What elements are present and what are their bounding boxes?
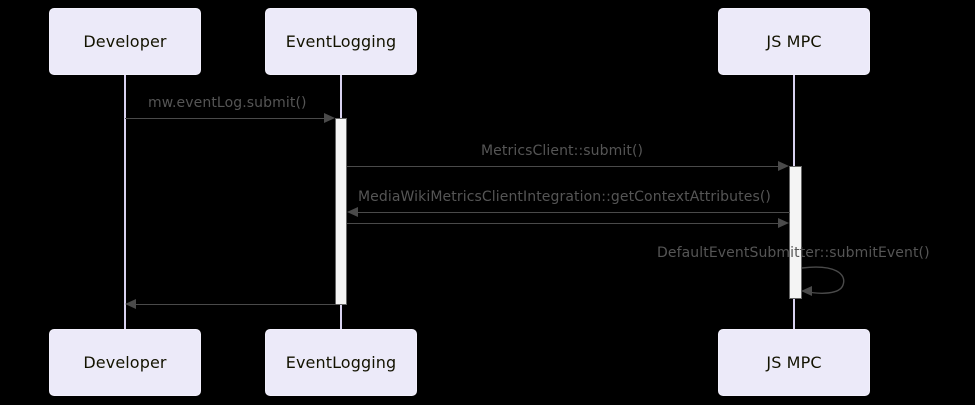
message-label-5: DefaultEventSubmitter::submitEvent() <box>657 245 930 261</box>
activation-bar-eventlogging <box>335 118 347 305</box>
participant-developer-bottom[interactable]: Developer <box>49 329 201 396</box>
message-arrowhead-2 <box>778 161 789 171</box>
participant-label-eventlogging-top: EventLogging <box>285 32 397 51</box>
message-label-2: MetricsClient::submit() <box>481 143 644 159</box>
activation-bar-jsmpc <box>789 166 802 299</box>
participant-eventlogging-top[interactable]: EventLogging <box>265 8 417 75</box>
message-line-6 <box>136 304 336 305</box>
message-arrowhead-5 <box>801 286 812 296</box>
message-arrowhead-4 <box>778 218 789 228</box>
message-line-3 <box>358 212 790 213</box>
participant-label-developer-top: Developer <box>83 32 167 51</box>
lifeline-developer <box>124 75 126 329</box>
participant-jsmpc-top[interactable]: JS MPC <box>718 8 870 75</box>
message-arrowhead-6 <box>125 299 136 309</box>
participant-label-jsmpc-bottom: JS MPC <box>766 353 822 372</box>
participant-label-developer-bottom: Developer <box>83 353 167 372</box>
message-line-1 <box>125 118 329 119</box>
participant-label-jsmpc-top: JS MPC <box>766 32 822 51</box>
message-selfloop-5 <box>801 266 845 294</box>
message-arrowhead-3 <box>347 207 358 217</box>
participant-eventlogging-bottom[interactable]: EventLogging <box>265 329 417 396</box>
message-line-4 <box>347 223 783 224</box>
participant-jsmpc-bottom[interactable]: JS MPC <box>718 329 870 396</box>
message-arrowhead-1 <box>324 113 335 123</box>
message-label-3: MediaWikiMetricsClientIntegration::getCo… <box>358 189 771 205</box>
participant-label-eventlogging-bottom: EventLogging <box>285 353 397 372</box>
message-label-1: mw.eventLog.submit() <box>148 95 307 111</box>
message-line-2 <box>347 166 783 167</box>
participant-developer-top[interactable]: Developer <box>49 8 201 75</box>
